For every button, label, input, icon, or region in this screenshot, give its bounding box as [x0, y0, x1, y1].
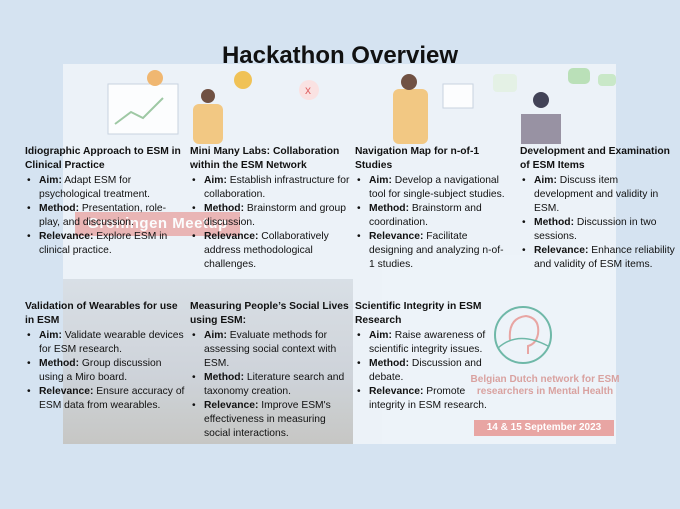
method-text: Brainstorm and group discussion. — [204, 203, 346, 228]
relevance-label: Relevance: — [39, 386, 94, 397]
aim-text: Raise awareness of scientific integrity … — [369, 330, 486, 355]
aim-item: Aim: Adapt ESM for psychological treatme… — [25, 174, 185, 202]
project-card: Measuring People’s Social Lives using ES… — [190, 300, 350, 441]
project-card: Mini Many Labs: Collaboration within the… — [190, 145, 350, 272]
aim-item: Aim: Develop a navigational tool for sin… — [355, 174, 505, 202]
aim-item: Aim: Discuss item development and validi… — [520, 174, 675, 216]
method-item: Method: Literature search and taxonomy c… — [190, 371, 350, 399]
relevance-item: Relevance: Explore ESM in clinical pract… — [25, 230, 185, 258]
relevance-item: Relevance: Collaboratively address metho… — [190, 230, 350, 272]
project-card: Scientific Integrity in ESM Research Aim… — [355, 300, 500, 413]
relevance-text: Promote integrity in ESM research. — [369, 386, 487, 411]
aim-label: Aim: — [369, 330, 392, 341]
card-list: Aim: Establish infrastructure for collab… — [190, 174, 350, 272]
aim-label: Aim: — [39, 175, 62, 186]
relevance-text: Enhance reliability and validity of ESM … — [534, 245, 675, 270]
aim-label: Aim: — [204, 330, 227, 341]
relevance-item: Relevance: Ensure accuracy of ESM data f… — [25, 385, 185, 413]
relevance-label: Relevance: — [369, 386, 424, 397]
relevance-label: Relevance: — [39, 231, 94, 242]
card-list: Aim: Raise awareness of scientific integ… — [355, 329, 500, 413]
relevance-text: Collaboratively address methodological c… — [204, 231, 329, 270]
card-list: Aim: Validate wearable devices for ESM r… — [25, 329, 185, 413]
card-list: Aim: Evaluate methods for assessing soci… — [190, 329, 350, 441]
relevance-label: Relevance: — [534, 245, 589, 256]
method-item: Method: Brainstorm and group discussion. — [190, 202, 350, 230]
project-card: Navigation Map for n-of-1 Studies Aim: D… — [355, 145, 505, 272]
aim-item: Aim: Raise awareness of scientific integ… — [355, 329, 500, 357]
relevance-item: Relevance: Enhance reliability and valid… — [520, 244, 675, 272]
relevance-item: Relevance: Facilitate designing and anal… — [355, 230, 505, 272]
method-text: Discussion and debate. — [369, 358, 482, 383]
relevance-text: Ensure accuracy of ESM data from wearabl… — [39, 386, 185, 411]
method-label: Method: — [534, 217, 575, 228]
aim-text: Validate wearable devices for ESM resear… — [39, 330, 184, 355]
method-label: Method: — [204, 372, 245, 383]
relevance-label: Relevance: — [204, 231, 259, 242]
method-text: Discussion in two sessions. — [534, 217, 657, 242]
card-list: Aim: Adapt ESM for psychological treatme… — [25, 174, 185, 258]
method-label: Method: — [369, 358, 410, 369]
method-label: Method: — [369, 203, 410, 214]
aim-text: Develop a navigational tool for single-s… — [369, 175, 505, 200]
method-item: Method: Presentation, role-play, and dis… — [25, 202, 185, 230]
card-list: Aim: Discuss item development and validi… — [520, 174, 675, 272]
method-text: Presentation, role-play, and discussion. — [39, 203, 167, 228]
relevance-text: Facilitate designing and analyzing n-of-… — [369, 231, 504, 270]
method-text: Group discussion using a Miro board. — [39, 358, 162, 383]
aim-item: Aim: Validate wearable devices for ESM r… — [25, 329, 185, 357]
aim-item: Aim: Establish infrastructure for collab… — [190, 174, 350, 202]
page-title: Hackathon Overview — [221, 42, 459, 69]
aim-text: Evaluate methods for assessing social co… — [204, 330, 337, 369]
card-heading: Development and Examination of ESM Items — [520, 146, 670, 171]
card-heading: Measuring People’s Social Lives using ES… — [190, 301, 349, 326]
relevance-label: Relevance: — [369, 231, 424, 242]
card-heading: Mini Many Labs: Collaboration within the… — [190, 146, 340, 171]
aim-label: Aim: — [39, 330, 62, 341]
method-text: Brainstorm and coordination. — [369, 203, 482, 228]
card-list: Aim: Develop a navigational tool for sin… — [355, 174, 505, 272]
method-item: Method: Brainstorm and coordination. — [355, 202, 505, 230]
card-heading: Scientific Integrity in ESM Research — [355, 301, 482, 326]
project-card: Development and Examination of ESM Items… — [520, 145, 675, 272]
relevance-text: Improve ESM's effectiveness in measuring… — [204, 400, 331, 439]
method-item: Method: Discussion in two sessions. — [520, 216, 675, 244]
aim-text: Adapt ESM for psychological treatment. — [39, 175, 151, 200]
relevance-text: Explore ESM in clinical practice. — [39, 231, 168, 256]
card-heading: Navigation Map for n-of-1 Studies — [355, 146, 480, 171]
people-illustration: x — [107, 68, 616, 144]
method-label: Method: — [204, 203, 245, 214]
project-card: Validation of Wearables for use in ESM A… — [25, 300, 185, 413]
aim-label: Aim: — [204, 175, 227, 186]
event-date: 14 & 15 September 2023 — [474, 420, 614, 436]
aim-label: Aim: — [369, 175, 392, 186]
aim-label: Aim: — [534, 175, 557, 186]
method-label: Method: — [39, 203, 80, 214]
card-heading: Idiographic Approach to ESM in Clinical … — [25, 146, 181, 171]
svg-text:x: x — [305, 83, 311, 97]
relevance-item: Relevance: Improve ESM's effectiveness i… — [190, 399, 350, 441]
card-heading: Validation of Wearables for use in ESM — [25, 301, 178, 326]
relevance-label: Relevance: — [204, 400, 259, 411]
aim-item: Aim: Evaluate methods for assessing soci… — [190, 329, 350, 371]
method-text: Literature search and taxonomy creation. — [204, 372, 345, 397]
aim-text: Discuss item development and validity in… — [534, 175, 659, 214]
method-label: Method: — [39, 358, 80, 369]
project-card: Idiographic Approach to ESM in Clinical … — [25, 145, 185, 258]
aim-text: Establish infrastructure for collaborati… — [204, 175, 350, 200]
network-name: Belgian Dutch network for ESM researcher… — [470, 374, 620, 397]
method-item: Method: Discussion and debate. — [355, 357, 500, 385]
relevance-item: Relevance: Promote integrity in ESM rese… — [355, 385, 500, 413]
method-item: Method: Group discussion using a Miro bo… — [25, 357, 185, 385]
